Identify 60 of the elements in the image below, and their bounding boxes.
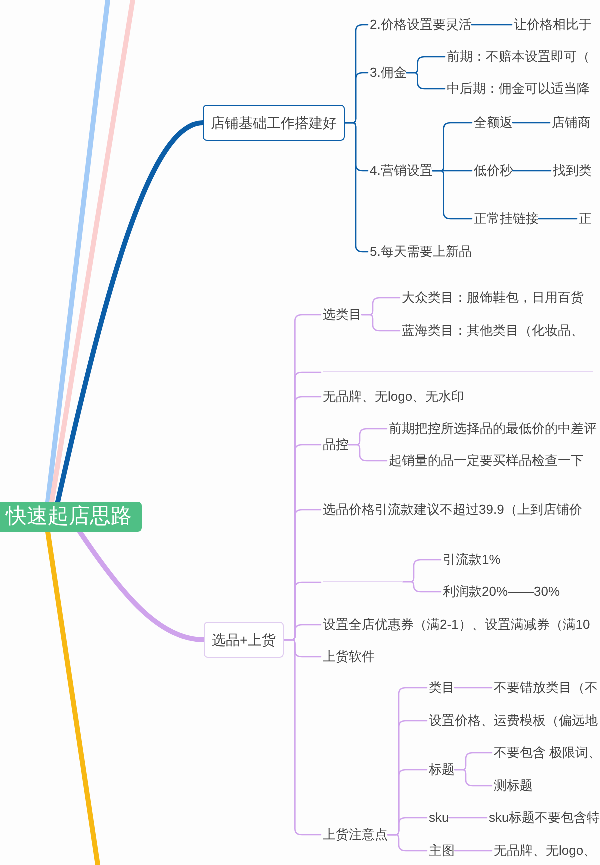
connector-line bbox=[538, 218, 578, 220]
connector-line bbox=[454, 850, 493, 852]
topic-label: 4.营销设置 bbox=[370, 163, 433, 179]
topic-label: 上货软件 bbox=[323, 649, 375, 665]
topic-label: 不要错放类目（不 bbox=[494, 680, 598, 696]
connector-line bbox=[454, 769, 493, 787]
topic-label: 让价格相比于 bbox=[514, 17, 592, 33]
connector-line bbox=[50, 0, 136, 504]
topic-label: 正 bbox=[579, 211, 592, 227]
topic-box: 选品+上货 bbox=[204, 622, 284, 658]
connector-line bbox=[454, 687, 493, 689]
topic-label: 前期把控所选择品的最低价的中差评 bbox=[389, 421, 597, 437]
topic-label: 选品价格引流款建议不超过39.9（上到店铺价 bbox=[323, 502, 582, 518]
topic-label: 前期：不赔本设置即可（ bbox=[447, 49, 590, 65]
connector-line bbox=[348, 444, 388, 462]
connector-line bbox=[512, 122, 551, 124]
connector-line bbox=[344, 122, 369, 253]
topic-label: 起销量的品一定要买样品检查一下 bbox=[389, 453, 584, 469]
topic-label: 上货注意点 bbox=[323, 827, 388, 843]
connector-line bbox=[471, 24, 513, 26]
topic-label: 选类目 bbox=[323, 307, 362, 323]
topic-label: 蓝海类目：其他类目（化妆品、 bbox=[402, 323, 584, 339]
topic-label: 不要包含 极限词、 bbox=[494, 745, 600, 761]
connector-line bbox=[406, 72, 446, 90]
topic-label: 无品牌、无logo、 bbox=[494, 843, 597, 859]
topic-label: 2.价格设置要灵活 bbox=[370, 17, 472, 33]
topic-label: 标题 bbox=[429, 762, 455, 778]
topic-label: 测标题 bbox=[494, 778, 533, 794]
topic-label: 店铺商 bbox=[552, 115, 591, 131]
connector-line bbox=[78, 530, 206, 642]
topic-label: 全额返 bbox=[474, 115, 513, 131]
topic-label: 3.佣金 bbox=[370, 65, 407, 81]
topic-label: 设置价格、运费模板（偏远地 bbox=[429, 713, 598, 729]
topic-label: 主图 bbox=[429, 843, 455, 859]
topic-label: sku bbox=[429, 810, 450, 826]
connector-line bbox=[284, 639, 322, 836]
connector-line bbox=[432, 170, 473, 220]
topic-label: 中后期：佣金可以适当降 bbox=[447, 81, 590, 97]
topic-label: 无品牌、无logo、无水印 bbox=[323, 389, 465, 405]
connector-line bbox=[46, 0, 110, 504]
connector-line bbox=[361, 314, 401, 332]
topic-label: 低价秒 bbox=[474, 163, 513, 179]
topic-box: 店铺基础工作搭建好 bbox=[203, 105, 345, 141]
connector-line bbox=[512, 170, 552, 172]
topic-label: 5.每天需要上新品 bbox=[370, 244, 472, 260]
topic-label: 品控 bbox=[323, 437, 349, 453]
connector-line bbox=[448, 817, 488, 819]
topic-label: 类目 bbox=[429, 680, 455, 696]
connector-line bbox=[387, 834, 428, 852]
topic-label: 利润款20%——30% bbox=[443, 584, 560, 600]
topic-label: 正常挂链接 bbox=[474, 211, 539, 227]
topic-label: 设置全店优惠券（满2-1）、设置满减券（满10 bbox=[323, 617, 590, 633]
topic-label: 大众类目：服饰鞋包，日用百货 bbox=[402, 290, 584, 306]
connector-line bbox=[46, 530, 100, 865]
topic-label: 找到类 bbox=[553, 163, 592, 179]
topic-label: sku标题不要包含特 bbox=[489, 810, 600, 826]
central-topic-box: 快速起店思路 bbox=[0, 502, 142, 532]
connector-line bbox=[402, 581, 442, 593]
topic-label: 引流款1% bbox=[443, 552, 501, 568]
connector-line bbox=[56, 120, 206, 504]
